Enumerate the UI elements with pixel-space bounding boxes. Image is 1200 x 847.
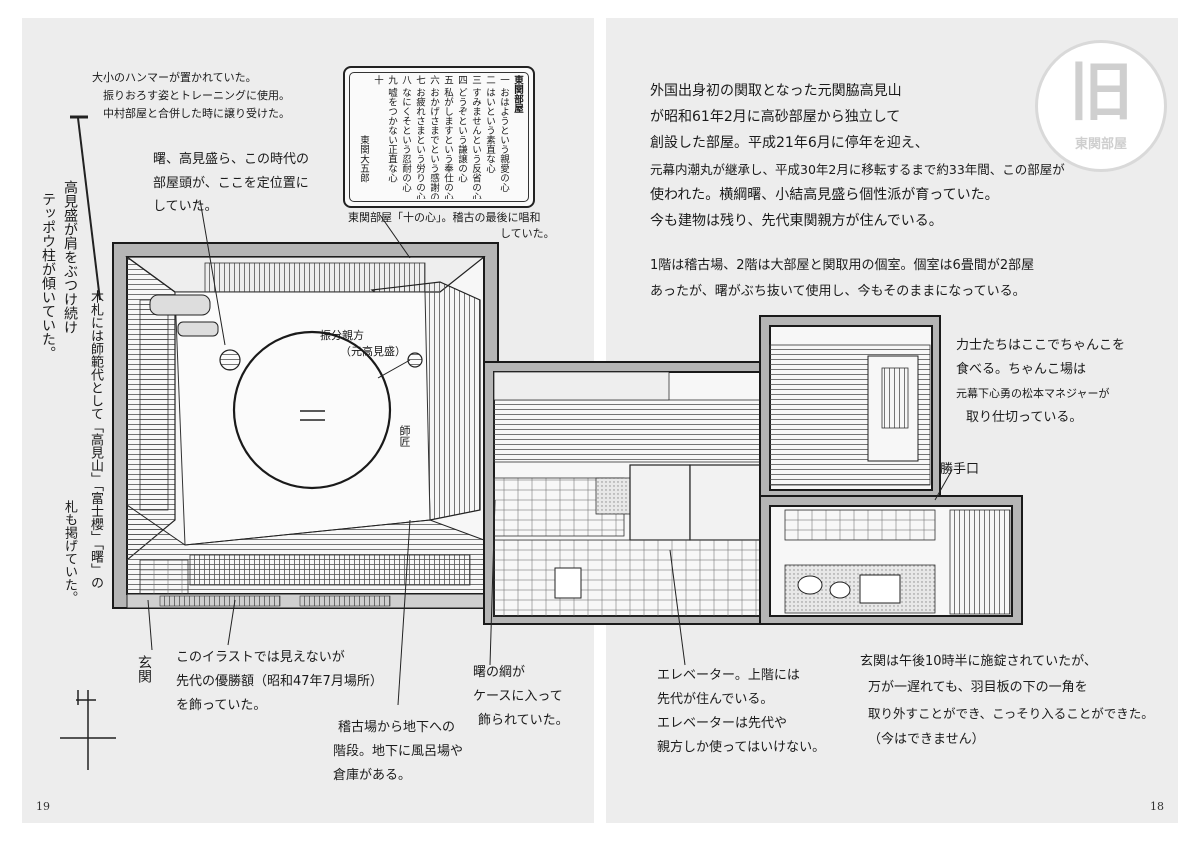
chanko-note-line-3: 元幕下心勇の松本マネジャーが	[956, 387, 1110, 400]
shisho-label: 師匠	[398, 425, 411, 447]
chanko-note-line-4: 取り仕切っている。	[966, 410, 1083, 425]
akebono-note-line-1: 曙、高見盛ら、この時代の	[153, 152, 310, 167]
sign-line-8: 八 なにくそという忍耐の心	[400, 75, 411, 193]
teppo-note-line-2: テッポウ柱が傾いていた。	[40, 192, 56, 360]
page-number-left: 19	[36, 800, 50, 813]
stairs-note-line-2: 階段。地下に風呂場や	[333, 744, 464, 759]
stairs-note-line-3: 倉庫がある。	[333, 768, 412, 783]
tsuna-note-line-2: ケースに入って	[473, 689, 563, 704]
intro-line-5: 使われた。横綱曙、小結高見盛ら個性派が育っていた。	[650, 187, 999, 203]
door-note-line-3: 取り外すことができ、こっそり入ることができた。	[868, 706, 1154, 721]
ten-hearts-sign: 東関部屋 一 おはようという親愛の心 二 はいという素直な心 三 すみませんとい…	[343, 66, 535, 208]
trophy-note-line-2: 先代の優勝額（昭和47年7月場所）	[176, 674, 383, 689]
sign-title: 東関部屋	[512, 75, 523, 113]
trophy-note-line-1: このイラストでは見えないが	[176, 650, 345, 665]
door-note-line-2: 万が一遅れても、羽目板の下の一角を	[868, 680, 1088, 695]
badge-main-glyph: 旧	[1069, 56, 1133, 130]
badge-sub-label: 東関部屋	[1074, 137, 1127, 152]
sign-caption-line-2: していた。	[500, 227, 555, 240]
wood-sign-note-line-1: 木札には師範代として「高見山」「富士櫻」「曙」の	[88, 290, 103, 589]
sign-signature: 東関大五郎	[358, 135, 369, 183]
intro-line-2: が昭和61年2月に高砂部屋から独立して	[650, 109, 901, 125]
trophy-note-line-3: を飾っていた。	[176, 698, 267, 713]
intro-line-1: 外国出身初の関取となった元関脇高見山	[650, 83, 902, 99]
elevator-note-line-1: エレベーター。上階には	[657, 668, 800, 683]
furiwake-sublabel: （元高見盛）	[340, 345, 406, 358]
tsuna-note-line-1: 曙の綱が	[473, 665, 526, 680]
floors-line-2: あったが、曙がぶち抜いて使用し、今もそのままになっている。	[650, 284, 1026, 299]
genkan-label: 玄関	[136, 655, 152, 683]
katteguchi-label: 勝手口	[940, 462, 980, 477]
sign-line-10: 十	[372, 75, 383, 85]
elevator-note-line-3: エレベーターは先代や	[657, 716, 788, 731]
door-note-line-1: 玄関は午後10時半に施錠されていたが、	[860, 654, 1097, 669]
furiwake-label: 振分親方	[320, 329, 364, 342]
intro-line-4: 元幕内潮丸が継承し、平成30年2月に移転するまで約33年間、この部屋が	[650, 162, 1065, 177]
intro-line-3: 創設した部屋。平成21年6月に停年を迎え、	[650, 135, 929, 151]
hammer-note-line-2: 振りおろす姿とトレーニングに使用。	[103, 89, 290, 102]
sign-line-3: 三 すみませんという反省の心	[470, 75, 481, 199]
door-note-line-4: （今はできません）	[868, 732, 985, 747]
sign-line-1: 一 おはようという親愛の心	[498, 75, 509, 193]
sign-line-5: 五 私がしますという奉仕の心	[442, 75, 453, 199]
chanko-note-line-1: 力士たちはここでちゃんこを	[956, 338, 1126, 353]
sign-line-9: 九 嘘をつかない正直な心	[386, 75, 397, 183]
old-stable-badge: 旧 東関部屋	[1035, 40, 1167, 172]
sign-line-6: 六 おかげさまでという感謝の心	[428, 75, 439, 199]
sign-line-2: 二 はいという素直な心	[484, 75, 495, 174]
sign-line-7: 七 お疲れさまという労りの心	[414, 75, 425, 199]
tsuna-note-line-3: 飾られていた。	[478, 713, 569, 728]
compass-mark	[60, 690, 116, 770]
hammer-note-line-3: 中村部屋と合併した時に譲り受けた。	[103, 107, 290, 120]
akebono-note-line-3: していた。	[153, 199, 218, 214]
akebono-note-line-2: 部屋頭が、ここを定位置に	[153, 176, 309, 191]
sign-line-4: 四 どうぞという謙譲の心	[456, 75, 467, 183]
teppo-note-line-1: 高見盛が肩をぶつけ続け	[62, 180, 78, 334]
chanko-note-line-2: 食べる。ちゃんこ場は	[956, 362, 1087, 377]
elevator-note-line-4: 親方しか使ってはいけない。	[657, 740, 826, 755]
wood-sign-note-line-2: 札も掲げていた。	[62, 500, 77, 604]
stairs-note-line-1: 稽古場から地下への	[338, 720, 456, 735]
page-number-right: 18	[1150, 800, 1164, 813]
sign-caption-line-1: 東関部屋「十の心」。稽古の最後に唱和	[348, 211, 541, 224]
elevator-note-line-2: 先代が住んでいる。	[657, 692, 774, 707]
floors-line-1: 1階は稽古場、2階は大部屋と関取用の個室。個室は6畳間が2部屋	[650, 258, 1035, 273]
hammer-note-line-1: 大小のハンマーが置かれていた。	[92, 71, 257, 84]
intro-line-6: 今も建物は残り、先代東関親方が住んでいる。	[650, 213, 943, 229]
